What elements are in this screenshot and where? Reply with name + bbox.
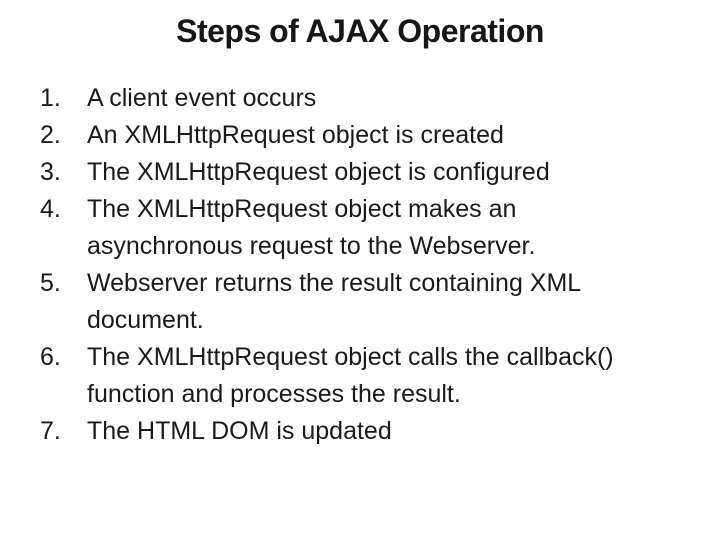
list-item-text: A client event occurs <box>87 84 317 112</box>
list-item-number: 6. <box>40 343 61 371</box>
list-item-number: 2. <box>40 121 61 149</box>
list-item-number: 4. <box>40 195 61 223</box>
list-item: 4. The XMLHttpRequest object makes an as… <box>40 191 712 265</box>
list-item: 2. An XMLHttpRequest object is created <box>40 117 712 154</box>
list-item-text: Webserver returns the result containing … <box>87 269 582 334</box>
list-item-text: The HTML DOM is updated <box>87 417 392 445</box>
list-item: 3. The XMLHttpRequest object is configur… <box>40 154 712 191</box>
list-item-number: 5. <box>40 269 61 297</box>
list-item-number: 3. <box>40 158 61 186</box>
list-item-text: The XMLHttpRequest object calls the call… <box>87 343 614 408</box>
list-item-number: 7. <box>40 417 61 445</box>
list-item: 1. A client event occurs <box>40 80 712 117</box>
list-item: 5. Webserver returns the result containi… <box>40 265 712 339</box>
list-item-text: An XMLHttpRequest object is created <box>87 121 504 149</box>
list-item-text: The XMLHttpRequest object is configured <box>87 158 550 186</box>
list-item-text: The XMLHttpRequest object makes an async… <box>87 195 536 260</box>
steps-list: 1. A client event occurs 2. An XMLHttpRe… <box>40 80 712 450</box>
slide-title: Steps of AJAX Operation <box>176 13 544 49</box>
list-item: 6. The XMLHttpRequest object calls the c… <box>40 339 712 413</box>
list-item: 7. The HTML DOM is updated <box>40 413 712 450</box>
list-item-number: 1. <box>40 84 61 112</box>
